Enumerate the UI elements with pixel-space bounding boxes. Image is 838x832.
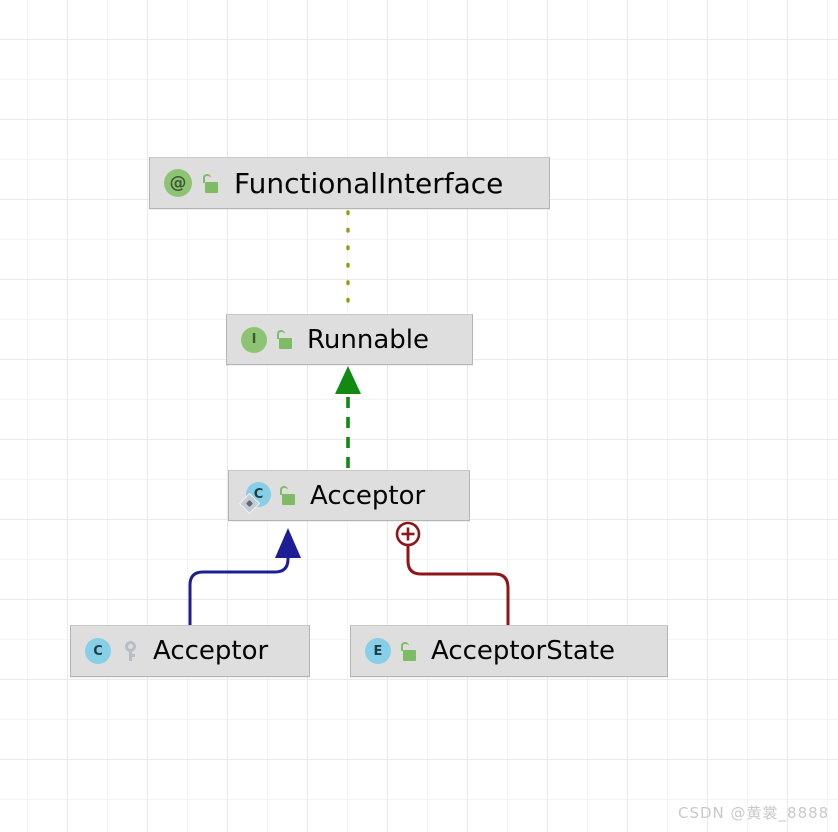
open-padlock-icon	[279, 486, 297, 505]
annotation-badge-icon: @	[164, 169, 192, 197]
key-stem	[128, 650, 132, 661]
key-icon	[122, 640, 139, 662]
watermark-text: CSDN @黄裳_8888	[678, 804, 830, 822]
key-head	[125, 640, 136, 652]
padlock-body	[279, 338, 292, 349]
edge-generalization-link	[188, 528, 301, 625]
padlock-body	[205, 181, 218, 193]
annotation-at-icon: @	[164, 169, 192, 197]
node-acceptor-class[interactable]: C Acceptor	[70, 625, 310, 677]
key-tooth	[131, 653, 135, 657]
class-badge-icon: C	[85, 638, 111, 664]
enum-badge-icon: E	[365, 638, 391, 664]
class-letter-icon: C	[85, 638, 111, 664]
edge-inner-class-link	[395, 521, 510, 625]
enum-letter-icon: E	[365, 638, 391, 664]
padlock-shackle	[401, 641, 409, 651]
node-runnable[interactable]: I Runnable	[226, 314, 473, 365]
node-label-acceptor-abstract: Acceptor	[310, 480, 426, 511]
edge-realization-link	[335, 366, 361, 468]
open-padlock-icon	[276, 330, 294, 349]
padlock-body	[282, 494, 295, 505]
padlock-shackle	[203, 173, 211, 183]
interface-letter-icon: I	[241, 326, 267, 353]
node-acceptor-state[interactable]: E AcceptorState	[350, 625, 668, 677]
padlock-body	[403, 649, 416, 661]
node-functional-interface[interactable]: @ FunctionalInterface	[149, 157, 550, 209]
padlock-shackle	[277, 330, 285, 339]
abstract-class-badge-icon: C	[238, 481, 271, 514]
node-label-acceptor-class: Acceptor	[153, 636, 269, 666]
padlock-shackle	[280, 486, 288, 495]
interface-badge-icon: I	[241, 326, 267, 353]
open-padlock-icon	[400, 641, 418, 661]
node-label-runnable: Runnable	[307, 324, 429, 355]
node-label-acceptor-state: AcceptorState	[431, 636, 616, 666]
node-label-functional-interface: FunctionalInterface	[234, 166, 504, 200]
node-acceptor-abstract[interactable]: C Acceptor	[228, 470, 470, 521]
open-padlock-icon	[202, 173, 220, 193]
